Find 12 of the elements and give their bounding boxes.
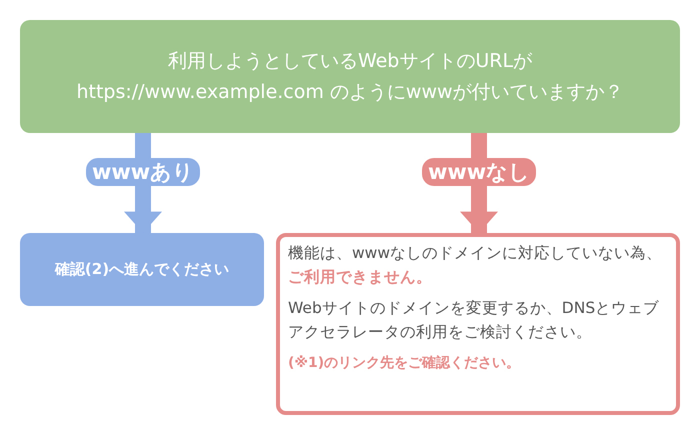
message-text: Webサイトのドメインを変更するか、DNSとウェブアクセラレータの利用をご検討ください。 bbox=[288, 298, 660, 343]
arrow bbox=[460, 133, 498, 233]
instruction-text: 確認(2)へ進んでください bbox=[54, 260, 230, 279]
edge-label: wwwなし bbox=[422, 158, 536, 186]
message-text: 機能は、wwwなしのドメインに対応していない為、ご利用できません。 bbox=[288, 243, 664, 288]
edge-label: wwwあり bbox=[86, 158, 200, 186]
arrow bbox=[124, 133, 162, 233]
question-box bbox=[20, 20, 680, 133]
note-text: (※1)のリンク先をご確認ください。 bbox=[288, 354, 522, 373]
process-box bbox=[20, 233, 264, 306]
question-text: 利用しようとしているWebサイトのURLが https://www.example.com のようにwwwが付いていますか？ bbox=[75, 48, 625, 104]
result-box bbox=[276, 233, 680, 415]
